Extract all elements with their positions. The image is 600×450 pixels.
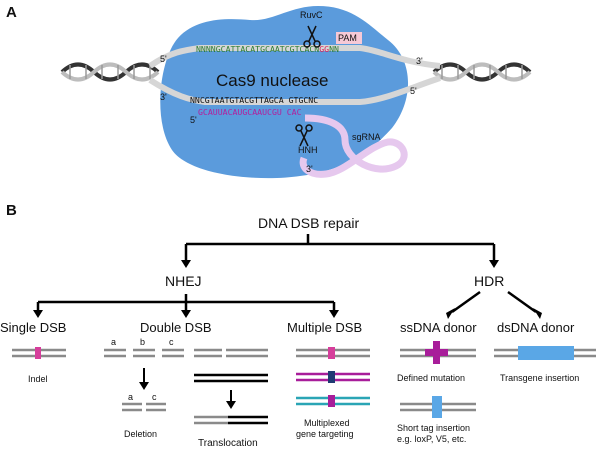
nhej-label: NHEJ — [165, 273, 202, 289]
bottom-sequence: NNCGTAATGTACGTTAGCA GTGCNC — [190, 95, 318, 105]
deletion-arrow-icon — [139, 368, 149, 390]
prime-5-bottom-right: 5' — [410, 86, 417, 96]
deletion-label: Deletion — [124, 429, 157, 439]
translocation-label: Translocation — [198, 438, 258, 449]
multiple-dsb-label: Multiple DSB — [287, 320, 362, 335]
pam-label: PAM — [338, 33, 357, 43]
translocation-diagram — [194, 348, 268, 425]
cas9-label: Cas9 nuclease — [216, 71, 328, 90]
indel-diagram — [12, 347, 66, 359]
multiplexed-label-1: Multiplexed — [304, 418, 350, 428]
short-tag-diagram — [400, 396, 476, 418]
scissors-ruvc-icon — [303, 25, 321, 48]
top-seq-a: NNNNGCATTACATGCAATCGT — [196, 44, 300, 54]
sgrna-label: sgRNA — [352, 132, 381, 142]
panel-a: A NNNNGCATTACATGCAATCGTCACNGGNN NNCGTAAT… — [6, 4, 532, 179]
tree-arrowheads — [33, 260, 542, 319]
left-dna-helix-icon — [60, 62, 160, 82]
single-dsb-label: Single DSB — [0, 320, 66, 335]
scissors-hnh-icon — [295, 124, 313, 147]
short-tag-label-1: Short tag insertion — [397, 423, 470, 433]
dna-top-strand — [148, 45, 441, 69]
rna-sequence: GCAUUACAUGCAAUCGU CAC — [198, 107, 302, 117]
short-tag-label-2: e.g. loxP, V5, etc. — [397, 434, 466, 444]
right-dna-helix-icon — [432, 62, 532, 82]
panel-b-label: B — [6, 202, 17, 219]
seg-b: b — [140, 337, 145, 347]
top-seq-c: NN — [329, 44, 339, 54]
prime-3-bottom-left: 3' — [160, 92, 167, 102]
transgene-diagram — [494, 346, 596, 360]
panel-b: B DNA DSB repair NHEJ HDR Single DSB Dou… — [0, 202, 596, 449]
seg-a-result: a — [128, 392, 133, 402]
seg-c-result: c — [152, 392, 157, 402]
sgrna-loop — [299, 114, 408, 178]
dna-bottom-strand — [148, 75, 441, 105]
top-sequence: NNNNGCATTACATGCAATCGTCACNGGNN — [196, 44, 339, 54]
seg-a-top: a — [111, 337, 116, 347]
multiplex-diagram — [296, 347, 370, 407]
defined-mutation-diagram — [400, 341, 476, 364]
hnh-label: HNH — [298, 145, 318, 155]
rna-3-prime: 3' — [306, 164, 313, 174]
pam-badge — [336, 32, 362, 44]
indel-label: Indel — [28, 374, 48, 384]
top-seq-pam: GG — [319, 44, 329, 54]
defined-mutation-label: Defined mutation — [397, 373, 465, 383]
top-seq-b: CACN — [300, 44, 320, 54]
prime-5-top: 5' — [160, 54, 167, 64]
double-dsb-label: Double DSB — [140, 320, 212, 335]
ssdna-label: ssDNA donor — [400, 320, 477, 335]
seg-c-top: c — [169, 337, 174, 347]
hdr-label: HDR — [474, 273, 504, 289]
double-dsb-segments — [104, 348, 184, 358]
root-label: DNA DSB repair — [258, 215, 359, 231]
panel-a-label: A — [6, 4, 17, 21]
multiplexed-label-2: gene targeting — [296, 429, 354, 439]
transgene-label: Transgene insertion — [500, 373, 579, 383]
ruvc-label: RuvC — [300, 10, 323, 20]
deletion-result — [122, 402, 166, 412]
prime-3-top-right: 3' — [416, 56, 423, 66]
tree-connectors — [36, 234, 537, 314]
dsdna-label: dsDNA donor — [497, 320, 575, 335]
rna-5-prime: 5' — [190, 115, 197, 125]
